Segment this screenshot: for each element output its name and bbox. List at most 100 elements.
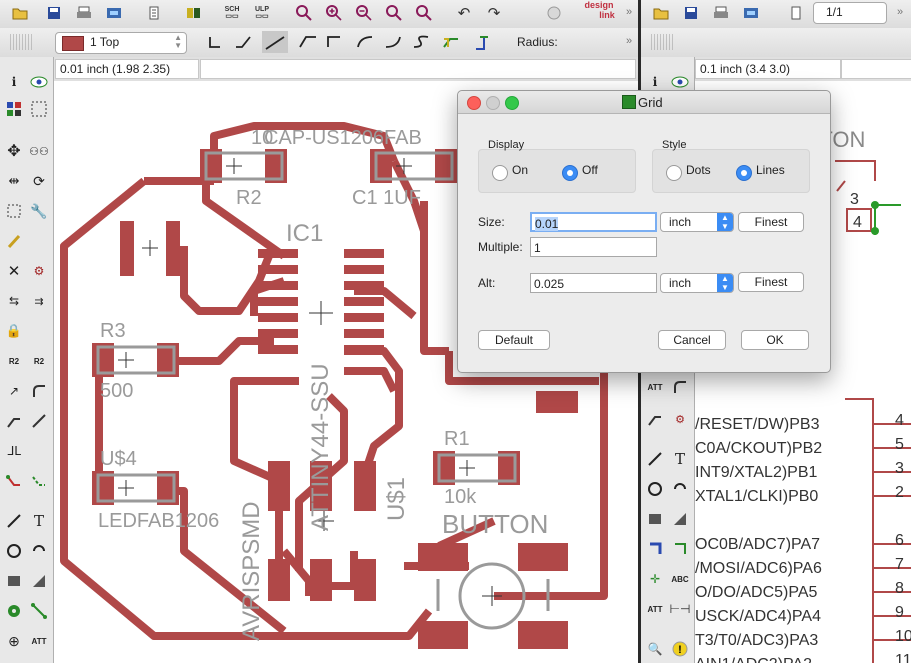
cam-icon[interactable] [741, 3, 761, 23]
open-icon[interactable] [651, 3, 671, 23]
style-lines-radio[interactable] [736, 165, 752, 181]
info-icon[interactable]: i [11, 75, 17, 89]
multiple-input[interactable]: 1 [530, 237, 657, 257]
size-unit-select[interactable]: inch ▲▼ [660, 212, 734, 232]
zoom-select-icon[interactable] [384, 3, 404, 23]
circle-icon[interactable] [2, 539, 26, 563]
delete-icon[interactable]: ✕ [7, 263, 21, 280]
mark-icon[interactable] [27, 97, 51, 121]
dimension-icon[interactable]: ⊢⊣ [669, 602, 691, 616]
save-icon[interactable] [44, 3, 64, 23]
paste-icon[interactable] [2, 229, 26, 253]
stop-icon[interactable] [544, 3, 564, 23]
run-icon[interactable] [184, 3, 204, 23]
label-icon[interactable]: ABC [671, 574, 689, 584]
name-icon[interactable]: R2 [8, 356, 20, 366]
polygon-icon[interactable] [27, 569, 51, 593]
attribute-icon[interactable]: ATT [647, 382, 663, 392]
errors-icon[interactable]: ! [668, 637, 692, 661]
polygon-icon[interactable] [668, 507, 692, 531]
size-finest-button[interactable]: Finest [738, 212, 804, 232]
ulp-icon[interactable]: ULP▭▭ [255, 6, 269, 20]
split-icon[interactable] [643, 407, 667, 431]
undo-icon[interactable]: ↶ [457, 5, 471, 22]
meander-icon[interactable]: ᒧᒪ [6, 444, 21, 458]
smash-icon[interactable]: ↗ [8, 384, 20, 398]
circle-icon[interactable] [643, 477, 667, 501]
display-icon[interactable] [2, 97, 26, 121]
style-dots-radio[interactable] [666, 165, 682, 181]
redo-icon[interactable]: ↷ [487, 5, 501, 22]
size-input[interactable]: 0.01 [530, 212, 657, 232]
minimize-window-icon[interactable] [486, 96, 500, 110]
right-command-line-input[interactable] [841, 59, 911, 79]
add-icon[interactable]: ⚙ [33, 264, 45, 278]
hole-icon[interactable]: ⊕ [8, 632, 20, 649]
arc-icon[interactable] [668, 477, 692, 501]
display-on-radio[interactable] [492, 165, 508, 181]
sch-icon[interactable]: SCH▭▭ [224, 6, 240, 20]
attribute-icon[interactable]: ATT [31, 636, 47, 646]
zoom-window-icon[interactable] [505, 96, 519, 110]
change-icon[interactable]: 🔧 [30, 202, 48, 219]
wire-icon[interactable] [2, 509, 26, 533]
move-icon[interactable]: ✥ [7, 143, 21, 160]
group-icon[interactable] [2, 199, 26, 223]
display-off-radio[interactable] [562, 165, 578, 181]
optimize-icon[interactable] [27, 409, 51, 433]
command-line-input[interactable] [200, 59, 636, 79]
designlink-logo[interactable]: design link [575, 0, 623, 26]
signal-icon[interactable] [27, 599, 51, 623]
show-eye-icon[interactable] [27, 70, 51, 94]
script-icon[interactable] [786, 3, 806, 23]
rect-icon[interactable] [2, 569, 26, 593]
display-off-label[interactable]: Off [582, 163, 598, 177]
zoom-in-icon[interactable] [324, 3, 344, 23]
wire-icon[interactable] [643, 447, 667, 471]
layer-select[interactable]: 1 Top ▲▼ [55, 32, 187, 54]
via-icon[interactable] [2, 599, 26, 623]
show-eye-icon[interactable] [668, 70, 692, 94]
cancel-button[interactable]: Cancel [658, 330, 726, 350]
value-icon[interactable]: R2 [33, 356, 45, 366]
print-icon[interactable] [74, 3, 94, 23]
toolbar-overflow-icon[interactable]: » [626, 6, 633, 18]
invoke-icon[interactable]: ⚙ [675, 413, 685, 426]
junction-icon[interactable]: ✛ [649, 572, 661, 586]
toolbar-overflow-icon[interactable]: » [626, 35, 633, 47]
split-icon[interactable] [2, 409, 26, 433]
cam-icon[interactable] [104, 3, 124, 23]
alt-input[interactable]: 0.025 [530, 273, 657, 293]
zoom-out-icon[interactable] [354, 3, 374, 23]
rotate-icon[interactable]: ⟳ [33, 172, 45, 189]
info-icon[interactable]: i [652, 75, 658, 89]
text-icon[interactable]: T [674, 450, 685, 468]
ripup-icon[interactable] [27, 469, 51, 493]
pinswap-icon[interactable]: ⇆ [8, 294, 20, 308]
replace-icon[interactable]: ⇉ [34, 295, 44, 308]
alt-finest-button[interactable]: Finest [738, 272, 804, 292]
mirror-icon[interactable]: ⇹ [8, 173, 20, 188]
script-icon[interactable] [144, 3, 164, 23]
copy-icon[interactable]: ⚇⚇ [29, 145, 49, 158]
miter-icon[interactable] [27, 379, 51, 403]
zoom-fit-icon[interactable] [294, 3, 314, 23]
ok-button[interactable]: OK [741, 330, 809, 350]
print-icon[interactable] [711, 3, 731, 23]
net-icon[interactable] [668, 537, 692, 561]
rect-icon[interactable] [643, 507, 667, 531]
display-on-label[interactable]: On [512, 163, 529, 177]
text-icon[interactable]: T [33, 512, 44, 530]
style-lines-label[interactable]: Lines [756, 163, 785, 177]
arc-icon[interactable] [27, 539, 51, 563]
zoom-redraw-icon[interactable] [414, 3, 434, 23]
page-select[interactable]: 1/1 [813, 2, 887, 24]
default-button[interactable]: Default [478, 330, 550, 350]
style-dots-label[interactable]: Dots [686, 163, 711, 177]
save-icon[interactable] [681, 3, 701, 23]
miter-icon[interactable] [668, 375, 692, 399]
bus-icon[interactable] [643, 537, 667, 561]
close-window-icon[interactable] [467, 96, 481, 110]
toolbar-overflow-icon[interactable]: » [897, 6, 904, 18]
lock-icon[interactable]: 🔒 [5, 323, 23, 338]
